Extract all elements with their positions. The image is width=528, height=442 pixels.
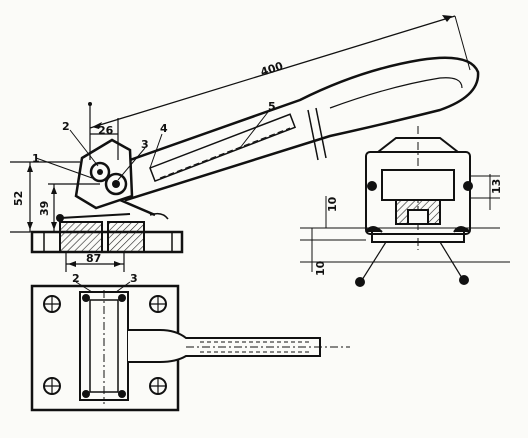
plan-part-3-label: 3 (130, 272, 138, 285)
base-plate (20, 221, 184, 254)
part-number-labels: 1 2 3 4 5 2 3 (32, 100, 276, 285)
dim-side-top: 10 (326, 196, 339, 212)
plan-bolts (82, 294, 126, 398)
length-dimension (89, 15, 471, 140)
handle-lever (93, 56, 480, 202)
dim-side-right: 13 (490, 179, 503, 194)
dim-39: 39 (38, 201, 51, 216)
dimension-labels: 400 26 52 39 87 10 13 10 (12, 59, 503, 276)
clamp-link (56, 198, 169, 222)
pivot-offset-dimension (88, 102, 119, 160)
dim-side-bottom: 10 (314, 260, 327, 276)
plan-view (30, 281, 350, 412)
part-4-label: 4 (160, 122, 168, 135)
part-1-label: 1 (32, 152, 40, 165)
end-view (300, 126, 510, 287)
dim-87: 87 (86, 252, 101, 265)
dim-26: 26 (98, 124, 114, 137)
height-dimensions (10, 161, 100, 233)
part-2-label: 2 (62, 120, 70, 133)
part-5-label: 5 (268, 100, 276, 113)
base-width-dimension (65, 252, 125, 272)
dim-52: 52 (12, 191, 25, 206)
leaders (35, 111, 269, 181)
side-elevation-view (10, 15, 480, 272)
plan-part-2-label: 2 (72, 272, 80, 285)
dim-400: 400 (259, 59, 285, 79)
mounting-holes (43, 295, 167, 395)
part-3-label: 3 (141, 138, 149, 151)
